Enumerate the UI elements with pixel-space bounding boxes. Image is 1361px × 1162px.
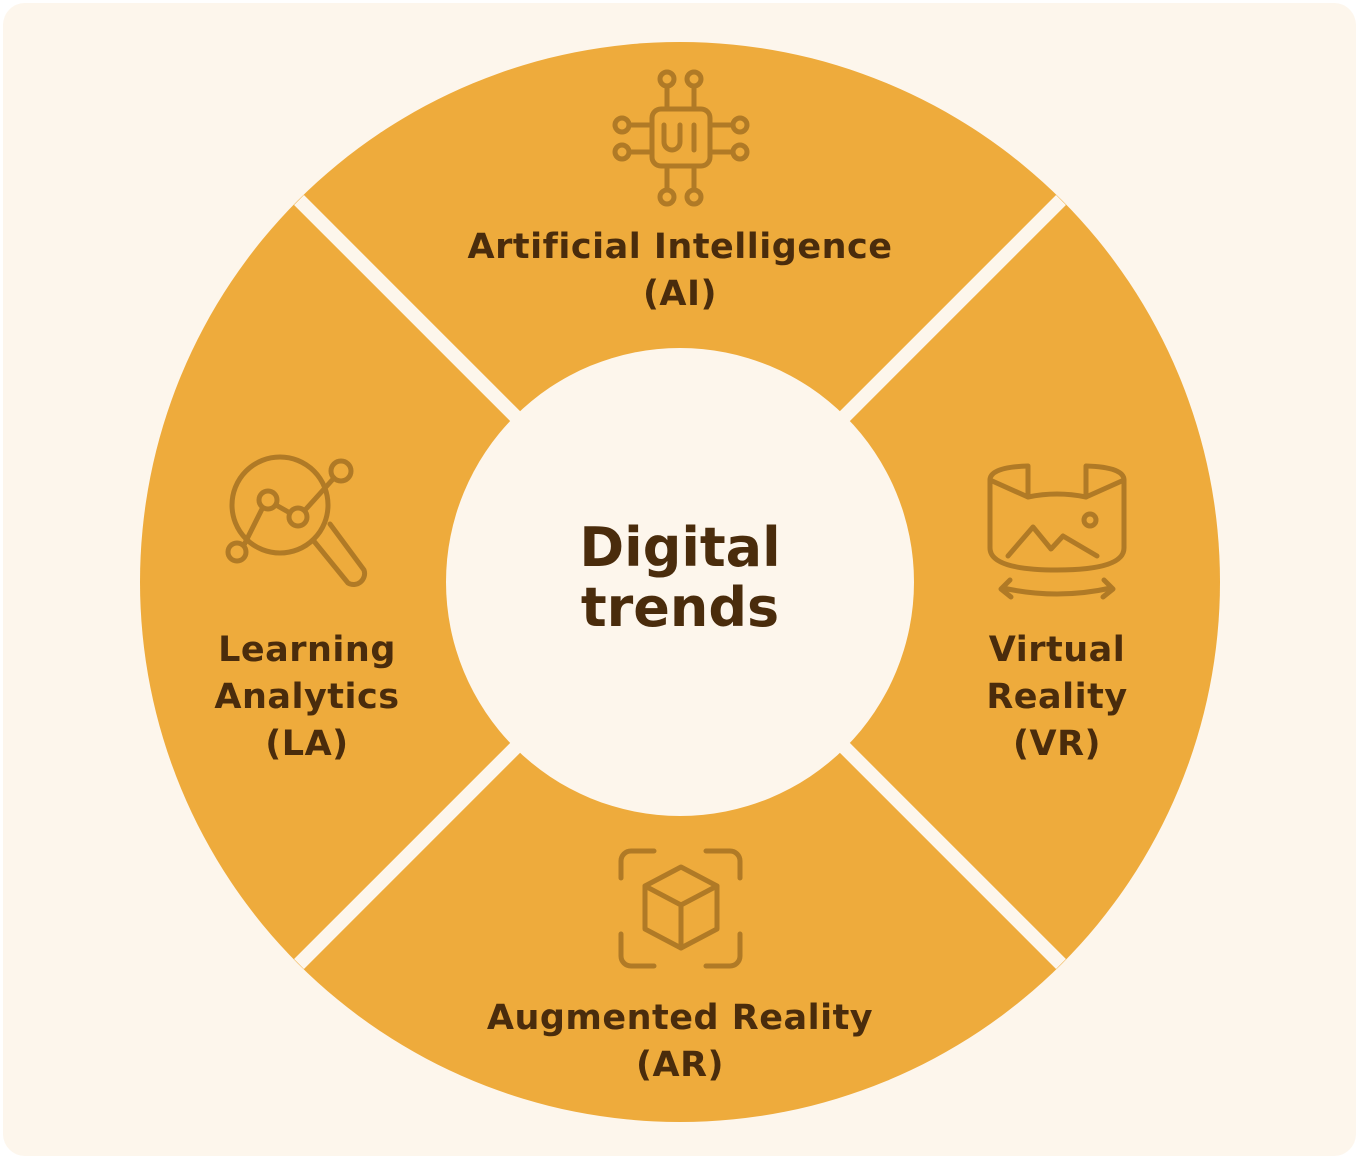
- vr-label-line3: (VR): [1012, 724, 1102, 764]
- ar-label-line2: (AR): [635, 1045, 725, 1085]
- segment-dividers: [294, 195, 1066, 969]
- vr-label-line2: Reality: [986, 677, 1128, 717]
- vr-panorama-icon: [987, 463, 1127, 600]
- ai-chip-icon: [612, 69, 750, 207]
- divider-top-right: [825, 195, 1066, 436]
- center-title: Digital trends: [480, 518, 880, 638]
- ai-label-line1: Artificial Intelligence: [467, 227, 893, 267]
- la-label-line3: (LA): [265, 724, 349, 764]
- analytics-magnifier-icon: [225, 454, 368, 588]
- la-label-line1: Learning: [218, 630, 396, 670]
- divider-bottom-right: [825, 728, 1066, 969]
- center-title-line2: trends: [580, 576, 780, 639]
- segment-label-vr: Virtual Reality (VR): [937, 627, 1177, 768]
- segment-label-ar: Augmented Reality (AR): [430, 995, 930, 1089]
- segment-label-ai: Artificial Intelligence (AI): [430, 224, 930, 318]
- vr-label-line1: Virtual: [988, 630, 1126, 670]
- ar-cube-icon: [618, 848, 743, 969]
- center-hub: [446, 348, 914, 816]
- center-title-line1: Digital: [579, 516, 781, 579]
- ai-label-line2: (AI): [642, 274, 718, 314]
- divider-bottom-left: [294, 728, 535, 969]
- divider-top-left: [294, 195, 535, 436]
- ar-label-line1: Augmented Reality: [486, 998, 874, 1038]
- segment-label-la: Learning Analytics (LA): [177, 627, 437, 768]
- la-label-line2: Analytics: [214, 677, 400, 717]
